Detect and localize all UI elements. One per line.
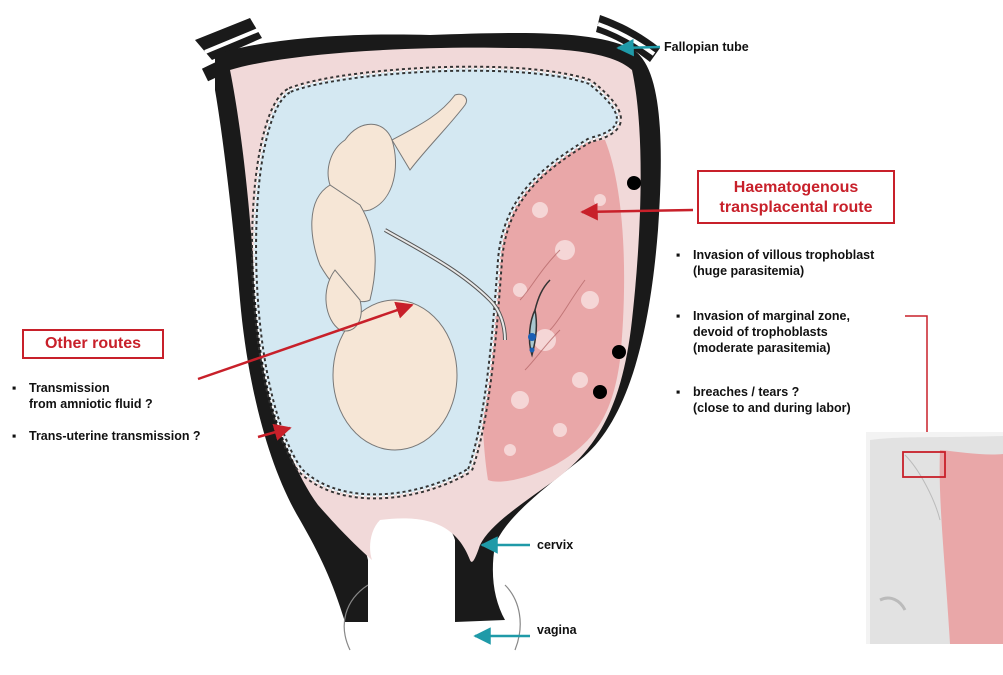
label-fallopian-tube: Fallopian tube <box>664 39 749 55</box>
bullet-villous: ▪ Invasion of villous trophoblast (huge … <box>676 247 874 279</box>
bullet-marker: ▪ <box>676 384 680 400</box>
bullet-marker: ▪ <box>676 247 680 263</box>
other-routes-box: Other routes <box>22 329 164 359</box>
haematogenous-title-line2: transplacental route <box>699 198 893 218</box>
arrow-marginal-zone <box>905 316 927 452</box>
arrow-fallopian-tube <box>618 47 660 48</box>
bullet-breaches-line1: breaches / tears ? <box>676 384 851 400</box>
bullet-marginal-line1: Invasion of marginal zone, <box>676 308 850 324</box>
bullet-villous-line2: (huge parasitemia) <box>676 263 874 279</box>
bullet-marginal-line2: devoid of trophoblasts <box>676 324 850 340</box>
label-vagina: vagina <box>537 622 577 638</box>
bullet-breaches-line2: (close to and during labor) <box>676 400 851 416</box>
haematogenous-route-box: Haematogenous transplacental route <box>697 170 895 224</box>
bullet-breaches: ▪ breaches / tears ? (close to and durin… <box>676 384 851 416</box>
bullet-amniotic-fluid: ▪ Transmission from amniotic fluid ? <box>12 380 153 412</box>
bullet-marginal-line3: (moderate parasitemia) <box>676 340 850 356</box>
bullet-amniotic-line2: from amniotic fluid ? <box>12 396 153 412</box>
bullet-marker: ▪ <box>12 428 16 444</box>
other-routes-title: Other routes <box>45 335 141 352</box>
label-cervix: cervix <box>537 537 573 553</box>
haematogenous-title-line1: Haematogenous <box>699 178 893 198</box>
bullet-trans-uterine: ▪ Trans-uterine transmission ? <box>12 428 201 444</box>
bullet-trans-uterine-line1: Trans-uterine transmission ? <box>12 428 201 444</box>
histology-inset <box>866 432 1003 644</box>
bullet-marker: ▪ <box>12 380 16 396</box>
bullet-marker: ▪ <box>676 308 680 324</box>
bullet-amniotic-line1: Transmission <box>12 380 153 396</box>
bullet-marginal-zone: ▪ Invasion of marginal zone, devoid of t… <box>676 308 850 356</box>
bullet-villous-line1: Invasion of villous trophoblast <box>676 247 874 263</box>
